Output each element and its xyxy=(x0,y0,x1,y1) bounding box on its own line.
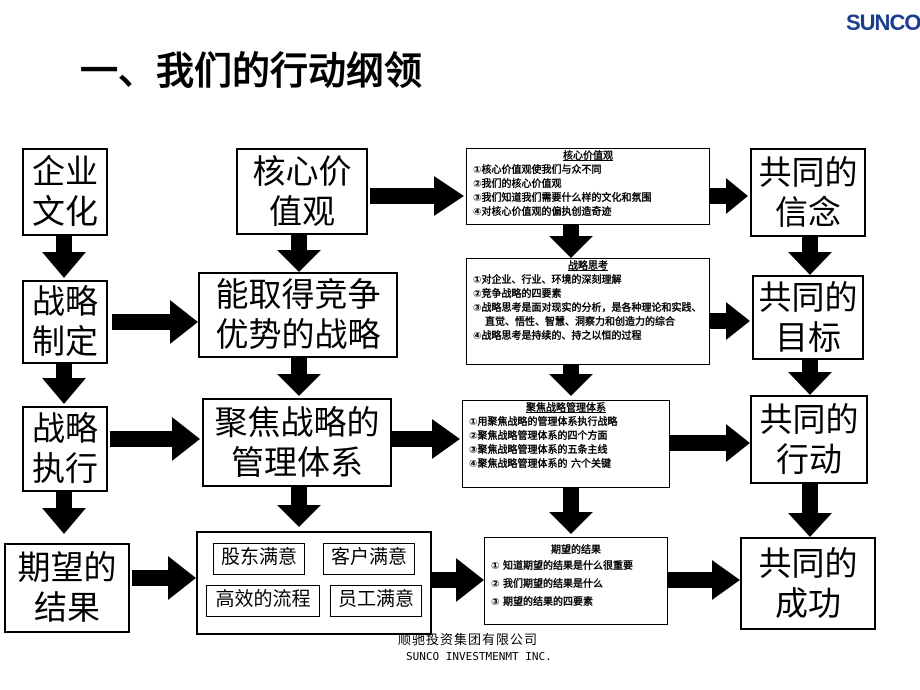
arrow-down xyxy=(549,365,593,396)
arrow-down xyxy=(277,235,321,272)
strategy-execution-box: 战略 执行 xyxy=(22,406,108,492)
detail-item: ① 知道期望的结果是什么很重要 xyxy=(491,561,633,572)
strategy-management-system-box: 聚焦战略的 管理体系 xyxy=(202,398,392,487)
detail-item: ④战略思考是持续的、持之以恒的过程 xyxy=(473,331,642,342)
expected-results-detail: 期望的结果 ① 知道期望的结果是什么很重要 ② 我们期望的结果是什么 ③ 期望的… xyxy=(484,537,668,625)
core-values-box: 核心价 值观 xyxy=(236,148,368,235)
management-system-detail: 聚焦战略管理体系 ①用聚焦战略的管理体系执行战略 ②聚焦战略管理体系的四个方面 … xyxy=(462,400,670,488)
arrow-right xyxy=(710,302,750,340)
detail-title: 核心价值观 xyxy=(563,151,613,162)
arrow-down xyxy=(42,364,86,404)
company-name-en: SUNCO INVESTMENMT INC. xyxy=(406,650,552,663)
arrow-down xyxy=(788,484,832,537)
strategic-thinking-detail: 战略思考 ①对企业、行业、环境的深刻理解 ②竞争战略的四要素 ③战略思考是面对现… xyxy=(466,258,710,365)
detail-item: ①用聚焦战略的管理体系执行战略 xyxy=(469,417,618,428)
arrow-down xyxy=(277,487,321,527)
arrow-right xyxy=(370,176,464,216)
expected-results-box: 期望的 结果 xyxy=(4,543,130,633)
detail-item: ③ 期望的结果的四要素 xyxy=(491,597,593,608)
arrow-down xyxy=(788,237,832,275)
detail-item: ②聚焦战略管理体系的四个方面 xyxy=(469,431,608,442)
arrow-right xyxy=(132,556,196,600)
shared-success-box: 共同的 成功 xyxy=(740,537,876,630)
detail-item: ③聚焦战略管理体系的五条主线 xyxy=(469,445,608,456)
outcome-employee: 员工满意 xyxy=(330,585,422,617)
detail-item: ②我们的核心价值观 xyxy=(473,179,562,190)
strategy-formulation-box: 战略 制定 xyxy=(22,280,108,364)
detail-item: ③战略思考是面对现实的分析，是各种理论和实践、直觉、悟性、智慧、洞察力和创造力的… xyxy=(473,303,702,328)
arrow-right xyxy=(110,417,200,461)
arrow-right xyxy=(392,419,460,459)
page-title: 一、我们的行动纲领 xyxy=(80,49,423,93)
detail-item: ② 我们期望的结果是什么 xyxy=(491,579,603,590)
detail-title: 期望的结果 xyxy=(551,545,601,556)
core-values-detail: 核心价值观 ①核心价值观使我们与众不同 ②我们的核心价值观 ③我们知道我们需要什… xyxy=(466,148,710,225)
arrow-down xyxy=(549,225,593,258)
arrow-right xyxy=(710,178,748,214)
arrow-right xyxy=(112,300,198,344)
arrow-down xyxy=(277,358,321,396)
arrow-down xyxy=(42,492,86,534)
outcome-customer: 客户满意 xyxy=(323,543,415,575)
arrow-right xyxy=(670,424,750,462)
company-name-cn: 顺驰投资集团有限公司 xyxy=(398,633,539,648)
arrow-right xyxy=(432,558,484,602)
competitive-strategy-box: 能取得竞争 优势的战略 xyxy=(198,272,398,358)
corporate-culture-box: 企业 文化 xyxy=(22,148,108,236)
arrow-right xyxy=(668,560,740,600)
detail-item: ②竞争战略的四要素 xyxy=(473,289,562,300)
arrow-down xyxy=(549,488,593,534)
detail-title: 战略思考 xyxy=(568,261,608,272)
arrow-down xyxy=(42,236,86,278)
detail-item: ④对核心价值观的偏执创造奇迹 xyxy=(473,207,612,218)
detail-item: ①对企业、行业、环境的深刻理解 xyxy=(473,275,622,286)
shared-goal-box: 共同的 目标 xyxy=(752,275,864,360)
detail-item: ①核心价值观使我们与众不同 xyxy=(473,165,602,176)
outcome-process: 高效的流程 xyxy=(206,585,320,617)
detail-title: 聚焦战略管理体系 xyxy=(526,403,606,414)
outcome-shareholder: 股东满意 xyxy=(213,543,305,575)
detail-item: ③我们知道我们需要什么样的文化和氛围 xyxy=(473,193,652,204)
shared-belief-box: 共同的 信念 xyxy=(750,148,866,237)
detail-item: ④聚焦战略管理体系的 六个关键 xyxy=(469,459,611,470)
arrow-down xyxy=(788,360,832,395)
shared-action-box: 共同的 行动 xyxy=(750,395,868,484)
sunco-logo: SUNCO xyxy=(846,10,920,35)
